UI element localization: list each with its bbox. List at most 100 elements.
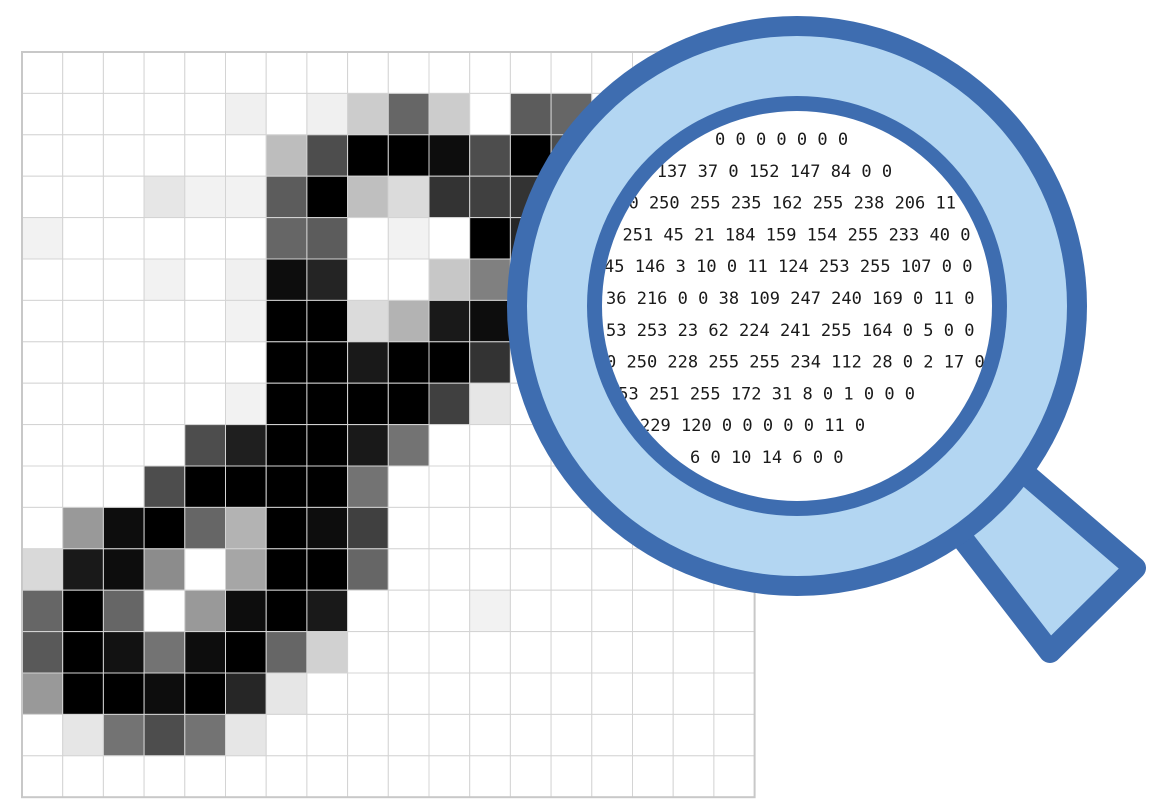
pixel-cell: [225, 51, 267, 94]
pixel-cell: [184, 755, 227, 798]
pixel-cell: [306, 299, 349, 343]
pixel-cell: [713, 631, 756, 674]
pixel-cell: [102, 92, 145, 136]
pixel-cell: [387, 713, 430, 757]
pixel-cell: [347, 92, 389, 136]
pixel-cell: [21, 341, 64, 384]
pixel-cell: [184, 631, 227, 674]
pixel-cell: [143, 713, 186, 757]
pixel-cell: [265, 92, 308, 136]
pixel-cell: [225, 631, 267, 674]
pixel-cell: [102, 506, 145, 550]
pixel-cell: [428, 672, 471, 715]
pixel-cell: [347, 134, 389, 177]
pixel-cell: [184, 465, 227, 508]
pixel-cell: [347, 548, 389, 591]
pixel-cell: [713, 589, 756, 633]
pixel-cell: [143, 755, 186, 798]
pixel-cell: [469, 299, 511, 343]
lens-value-row: 0 250 228 255 255 234 112 28 0 2 17 0: [606, 353, 985, 373]
pixel-cell: [62, 465, 104, 508]
pixel-cell: [62, 299, 104, 343]
pixel-cell: [428, 92, 471, 136]
pixel-cell: [225, 258, 267, 301]
pixel-cell: [469, 175, 511, 219]
pixel-cell: [509, 713, 552, 757]
pixel-cell: [225, 299, 267, 343]
pixel-cell: [265, 548, 308, 591]
pixel-cell: [387, 465, 430, 508]
pixel-cell: [265, 134, 308, 177]
pixel-cell: [184, 713, 227, 757]
pixel-cell: [62, 548, 104, 591]
pixel-cell: [306, 258, 349, 301]
pixel-cell: [347, 258, 389, 301]
pixel-cell: [387, 424, 430, 467]
pixel-cell: [184, 548, 227, 591]
pixel-cell: [469, 506, 511, 550]
pixel-cell: [387, 175, 430, 219]
pixel-cell: [143, 51, 186, 94]
pixel-cell: [62, 51, 104, 94]
pixel-cell: [265, 217, 308, 260]
pixel-cell: [509, 631, 552, 674]
pixel-cell: [62, 175, 104, 219]
pixel-cell: [428, 299, 471, 343]
pixel-cell: [62, 134, 104, 177]
pixel-cell: [387, 672, 430, 715]
pixel-cell: [21, 175, 64, 219]
pixel-cell: [632, 755, 674, 798]
pixel-cell: [225, 755, 267, 798]
pixel-cell: [550, 506, 593, 550]
pixel-cell: [184, 51, 227, 94]
pixel-cell: [265, 299, 308, 343]
pixel-cell: [347, 631, 389, 674]
pixel-cell: [387, 506, 430, 550]
pixel-cell: [632, 589, 674, 633]
pixel-cell: [469, 631, 511, 674]
pixel-cell: [62, 631, 104, 674]
pixel-cell: [306, 465, 349, 508]
pixel-cell: [62, 672, 104, 715]
pixel-cell: [265, 506, 308, 550]
pixel-cell: [62, 713, 104, 757]
pixel-cell: [143, 134, 186, 177]
pixel-cell: [550, 589, 593, 633]
pixel-cell: [509, 589, 552, 633]
pixel-cell: [387, 258, 430, 301]
pixel-cell: [21, 755, 64, 798]
pixel-cell: [143, 672, 186, 715]
pixel-cell: [21, 589, 64, 633]
pixel-cell: [21, 382, 64, 426]
pixel-cell: [428, 631, 471, 674]
pixel-cell: [428, 258, 471, 301]
pixel-cell: [225, 341, 267, 384]
pixel-cell: [102, 465, 145, 508]
pixel-cell: [428, 134, 471, 177]
pixel-cell: [143, 382, 186, 426]
pixel-cell: [143, 341, 186, 384]
pixel-cell: [632, 713, 674, 757]
pixel-cell: [713, 755, 756, 798]
pixel-cell: [469, 217, 511, 260]
pixel-cell: [509, 506, 552, 550]
pixel-cell: [184, 672, 227, 715]
pixel-cell: [428, 175, 471, 219]
pixel-cell: [225, 92, 267, 136]
lens-value-row: 53 253 23 62 224 241 255 164 0 5 0 0: [606, 321, 974, 341]
pixel-cell: [347, 217, 389, 260]
pixel-cell: [672, 713, 715, 757]
pixel-cell: [21, 134, 64, 177]
pixel-cell: [21, 631, 64, 674]
pixel-cell: [347, 382, 389, 426]
pixel-cell: [428, 382, 471, 426]
pixel-cell: [713, 672, 756, 715]
lens-value-row: 36 216 0 0 38 109 247 240 169 0 11 0: [606, 289, 974, 309]
pixel-cell: [265, 713, 308, 757]
pixel-cell: [102, 755, 145, 798]
pixel-cell: [143, 548, 186, 591]
pixel-cell: [265, 589, 308, 633]
pixel-cell: [306, 175, 349, 219]
pixel-cell: [143, 299, 186, 343]
